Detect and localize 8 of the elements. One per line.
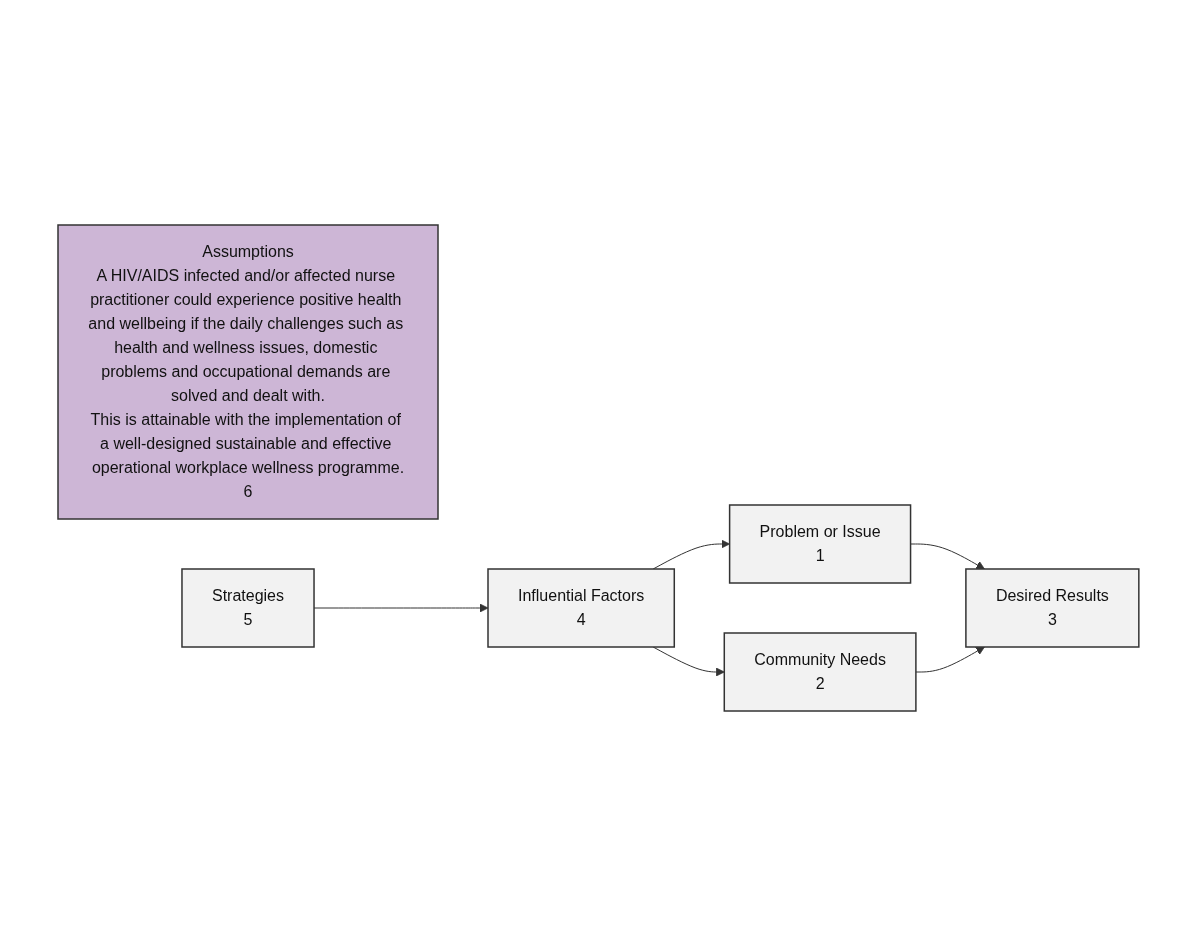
arrow — [910, 543, 985, 570]
node-box: Problem or Issue 1 — [728, 504, 912, 584]
node-box: Strategies 5 — [181, 568, 315, 648]
node-box: Assumptions A HIV/AIDS infected and/or affected nurse practitioner could experience positive health and wellbeing if the daily challenges such as health and wellness issues, domestic problems and occupational demands are solved and dealt with. This is attainable with the implementation of a well-designed sustainable and effective operational workplace wellness programme. 6 — [57, 224, 439, 520]
node-box: Desired Results 3 — [965, 568, 1140, 648]
node-box: Community Needs 2 — [723, 632, 917, 712]
arrow — [915, 646, 985, 673]
node-box: Influential Factors 4 — [487, 568, 676, 648]
